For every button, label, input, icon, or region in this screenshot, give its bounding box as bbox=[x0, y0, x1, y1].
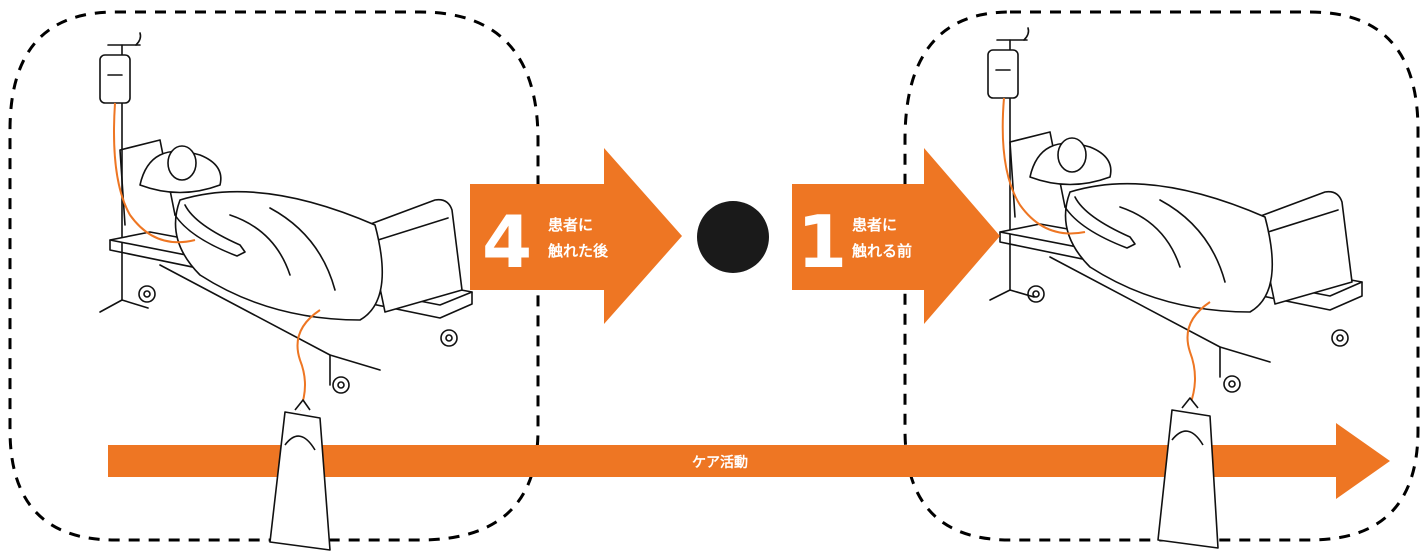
moment-1-label-line2: 触れる前 bbox=[852, 242, 912, 260]
moment-1-arrow: 1 患者に 触れる前 bbox=[792, 148, 1000, 324]
iv-tube-left bbox=[113, 102, 196, 244]
moment-1-label-line1: 患者に bbox=[852, 216, 897, 234]
iv-tube-right bbox=[1001, 97, 1086, 235]
care-activity-arrow bbox=[108, 423, 1390, 499]
hand-hygiene-dot bbox=[697, 201, 769, 273]
moment-4-number: 4 bbox=[482, 200, 532, 284]
moment-1-number: 1 bbox=[797, 200, 847, 284]
moment-4-label-line2: 触れた後 bbox=[548, 242, 609, 260]
drain-tube-left bbox=[296, 309, 321, 411]
moment-4-arrow: 4 患者に 触れた後 bbox=[470, 148, 682, 324]
timeline-label: ケア活動 bbox=[692, 454, 748, 471]
urine-bag-right bbox=[1157, 397, 1219, 549]
urine-bag-left bbox=[269, 399, 331, 551]
moment-4-label-line1: 患者に bbox=[548, 216, 593, 234]
patient-zone-left bbox=[8, 10, 540, 542]
drain-tube-right bbox=[1186, 301, 1211, 406]
patient-bed-illustration-right bbox=[987, 27, 1363, 393]
patient-zone-right bbox=[903, 10, 1420, 542]
patient-bed-illustration-left bbox=[99, 32, 473, 394]
